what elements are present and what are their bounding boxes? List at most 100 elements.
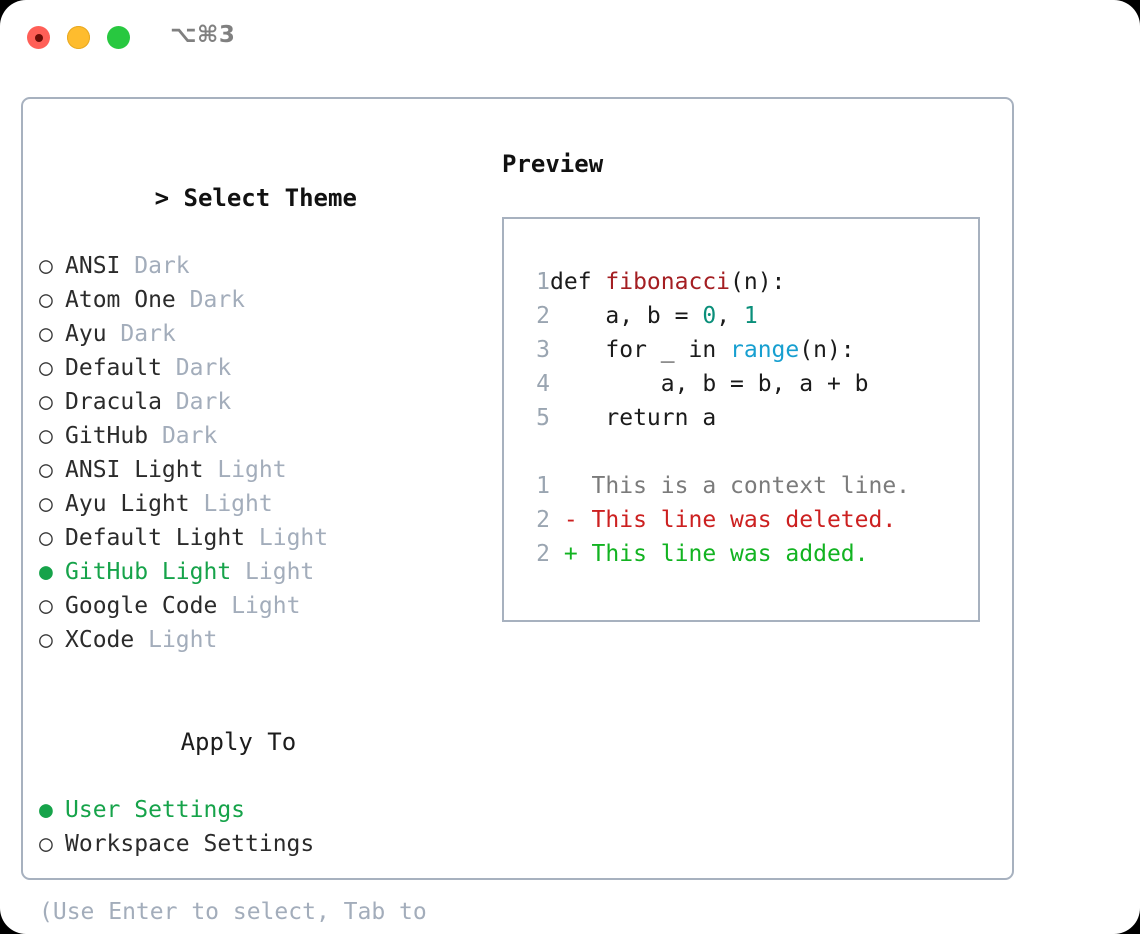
theme-name-label: XCode xyxy=(65,627,135,653)
title-bar: ⌥⌘3 xyxy=(0,0,1140,78)
keyboard-hint: (Use Enter to select, Tab to change focu… xyxy=(39,899,427,934)
diff-line: 2 + This line was added. xyxy=(520,537,910,571)
apply-to-list: ● User Settings ○ Workspace Settings xyxy=(39,793,479,861)
theme-list-item[interactable]: ○ GitHub Dark xyxy=(39,419,479,453)
code-token: (n): xyxy=(799,337,855,363)
theme-name-label: Ayu xyxy=(65,321,107,347)
line-number: 5 xyxy=(536,405,550,431)
theme-category-tag: Dark xyxy=(175,355,232,381)
code-token: + This line was added. xyxy=(550,541,869,567)
theme-category-tag: Dark xyxy=(134,253,190,279)
theme-name-label: Ayu Light xyxy=(65,491,190,517)
radio-unselected-icon[interactable]: ○ xyxy=(39,355,53,381)
theme-category-tag: Dark xyxy=(120,321,176,347)
theme-category-tag: Light xyxy=(245,559,315,585)
theme-list-item[interactable]: ○ Atom One Dark xyxy=(39,283,479,317)
theme-name-label: Default xyxy=(65,355,162,381)
theme-category-tag: Light xyxy=(203,491,273,517)
theme-category-tag: Light xyxy=(148,627,218,653)
theme-name-label: Google Code xyxy=(65,593,218,619)
theme-category-tag: Dark xyxy=(161,423,218,449)
theme-category-tag: Dark xyxy=(175,389,232,415)
code-token: 1 xyxy=(743,303,758,329)
code-line: 4 a, b = b, a + b xyxy=(520,367,910,401)
radio-selected-icon[interactable]: ● xyxy=(39,797,53,823)
radio-unselected-icon[interactable]: ○ xyxy=(39,831,53,857)
theme-list-item[interactable]: ○ XCode Light xyxy=(39,623,479,657)
theme-category-tag: Light xyxy=(217,457,287,483)
code-token: range xyxy=(730,337,800,363)
radio-unselected-icon[interactable]: ○ xyxy=(39,389,53,415)
theme-list-item[interactable]: ○ Default Dark xyxy=(39,351,479,385)
theme-name-label: Atom One xyxy=(65,287,176,313)
preview-column: Preview 1def fibonacci(n):2 a, b = 0, 1 3… xyxy=(502,147,1002,622)
apply-to-heading-label: Apply To xyxy=(180,728,297,756)
select-theme-heading: > Select Theme xyxy=(39,147,479,249)
theme-name-label: GitHub Light xyxy=(65,559,232,585)
radio-selected-icon[interactable]: ● xyxy=(39,559,53,585)
radio-unselected-icon[interactable]: ○ xyxy=(39,321,53,347)
theme-name-label: ANSI xyxy=(65,253,121,279)
apply-to-label: User Settings xyxy=(65,797,246,823)
section-spacer xyxy=(39,657,479,691)
theme-category-tag: Dark xyxy=(189,287,246,313)
theme-list-item[interactable]: ● GitHub Light Light xyxy=(39,555,479,589)
theme-list-item[interactable]: ○ Ayu Dark xyxy=(39,317,479,351)
theme-list: ○ ANSI Dark ○ Atom One Dark ○ Ayu Dark ○ Defaul… xyxy=(39,249,479,657)
radio-unselected-icon[interactable]: ○ xyxy=(39,593,53,619)
code-token: - This line was deleted. xyxy=(550,507,897,533)
theme-selection-column: > Select Theme ○ANSI Dark○Atom One Dark○… xyxy=(39,147,479,934)
apply-to-list-item[interactable]: ○ Workspace Settings xyxy=(39,827,479,861)
line-number: 1 xyxy=(536,269,550,295)
preview-box: 1def fibonacci(n):2 a, b = 0, 1 3 for _ i… xyxy=(502,217,980,622)
preview-heading: Preview xyxy=(502,150,604,178)
theme-name-label: Dracula xyxy=(65,389,162,415)
line-number: 2 xyxy=(536,541,550,567)
line-number: 2 xyxy=(536,507,550,533)
radio-unselected-icon[interactable]: ○ xyxy=(39,525,53,551)
code-line: 2 a, b = 0, 1 xyxy=(520,299,910,333)
diff-line: 1 This is a context line. xyxy=(520,469,910,503)
code-token: a, b = xyxy=(550,303,703,329)
maximize-button[interactable] xyxy=(107,26,130,49)
line-number: 1 xyxy=(536,473,550,499)
code-token: for _ in xyxy=(550,337,731,363)
theme-list-item[interactable]: ○ Default Light Light xyxy=(39,521,479,555)
theme-category-tag: Light xyxy=(258,525,329,551)
code-preview: 1def fibonacci(n):2 a, b = 0, 1 3 for _ i… xyxy=(520,265,910,571)
minimize-button[interactable] xyxy=(67,26,90,49)
select-theme-heading-label: Select Theme xyxy=(183,184,357,212)
radio-unselected-icon[interactable]: ○ xyxy=(39,423,53,449)
prompt-marker-icon: > xyxy=(154,184,170,212)
radio-unselected-icon[interactable]: ○ xyxy=(39,627,53,653)
line-number: 3 xyxy=(536,337,550,363)
theme-list-item[interactable]: ○ Ayu Light Light xyxy=(39,487,479,521)
code-token: (n): xyxy=(730,269,786,295)
radio-unselected-icon[interactable]: ○ xyxy=(39,287,53,313)
radio-unselected-icon[interactable]: ○ xyxy=(39,491,53,517)
radio-unselected-icon[interactable]: ○ xyxy=(39,253,53,279)
close-button[interactable] xyxy=(27,26,50,49)
code-blank-line xyxy=(520,435,910,469)
theme-name-label: Default Light xyxy=(65,525,246,551)
code-line: 1def fibonacci(n): xyxy=(520,265,910,299)
apply-to-label: Workspace Settings xyxy=(65,831,315,857)
theme-list-item[interactable]: ○ Dracula Dark xyxy=(39,385,479,419)
theme-name-label: GitHub xyxy=(65,423,149,449)
line-number: 2 xyxy=(536,303,550,329)
apply-to-heading: Apply To xyxy=(39,691,479,793)
apply-to-list-item[interactable]: ● User Settings xyxy=(39,793,479,827)
main-panel: > Select Theme ○ANSI Dark○Atom One Dark○… xyxy=(21,97,1014,934)
window-controls xyxy=(27,26,130,49)
theme-list-item[interactable]: ○ ANSI Dark xyxy=(39,249,479,283)
code-token: fibonacci xyxy=(605,269,731,295)
code-token: 0 xyxy=(702,303,717,329)
code-line: 5 return a xyxy=(520,401,910,435)
theme-list-item[interactable]: ○ANSI Light Light xyxy=(39,453,479,487)
keyboard-shortcut-label: ⌥⌘3 xyxy=(170,22,236,48)
theme-category-tag: Light xyxy=(231,593,301,619)
theme-list-item[interactable]: ○ Google Code Light xyxy=(39,589,479,623)
diff-line: 2 - This line was deleted. xyxy=(520,503,910,537)
radio-unselected-icon[interactable]: ○ xyxy=(39,457,53,483)
